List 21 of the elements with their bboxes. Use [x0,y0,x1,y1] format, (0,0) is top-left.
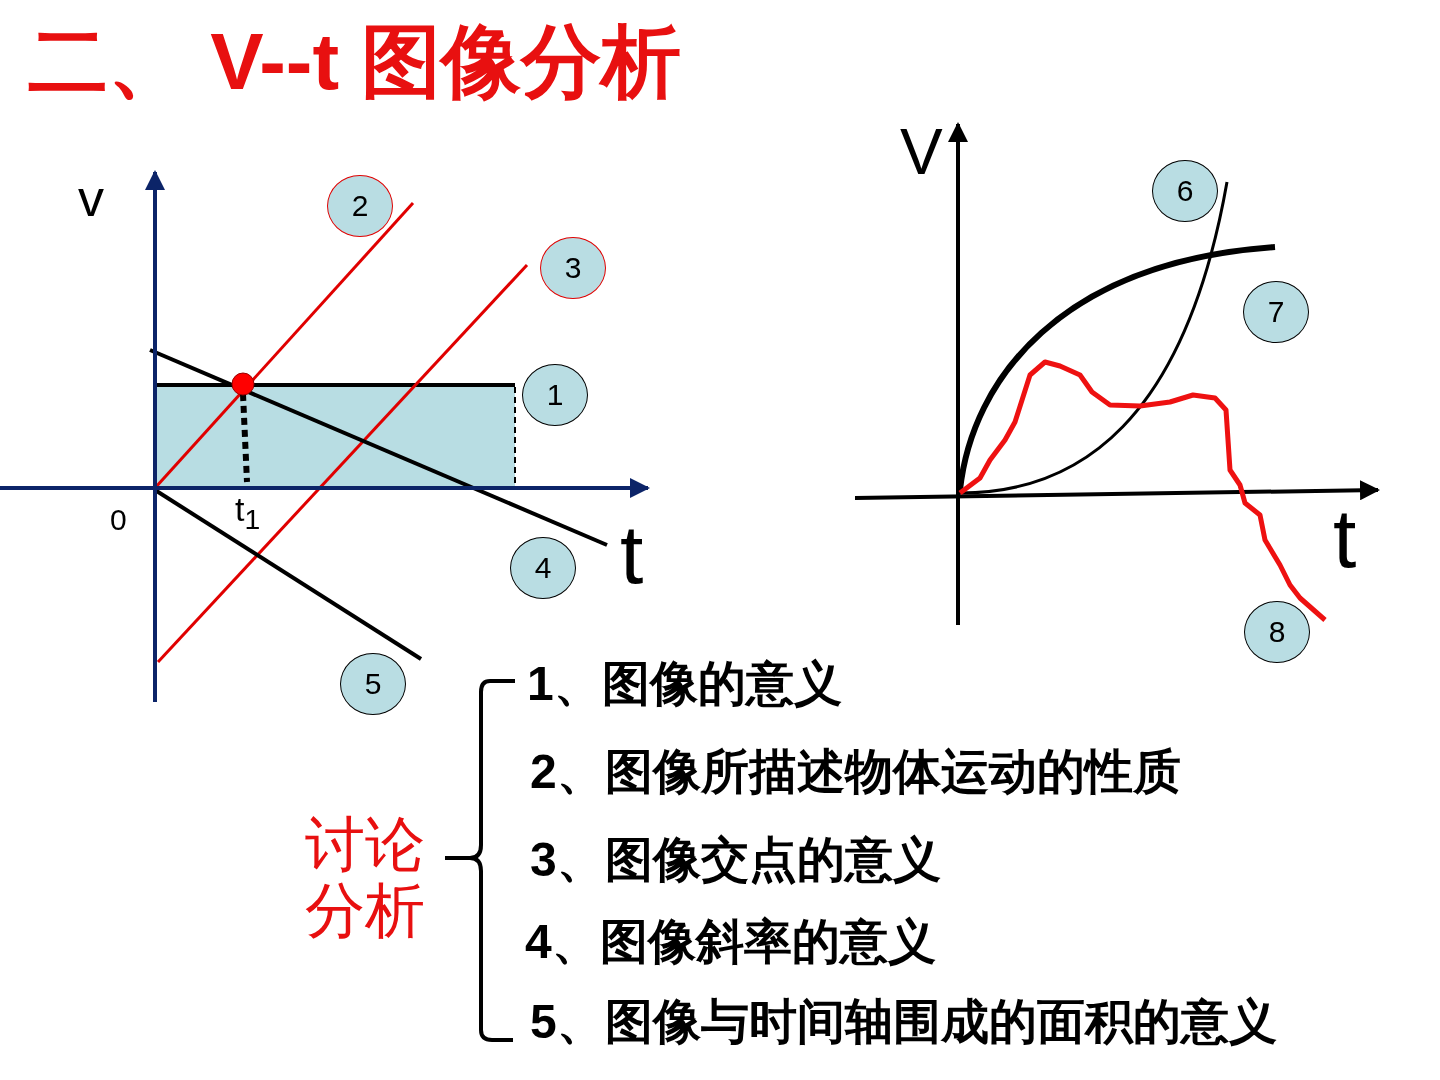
number-circle: 8 [1244,601,1310,663]
number-circle: 7 [1243,281,1309,343]
list-item: 4、图像斜率的意义 [525,918,936,966]
number-circle: 5 [340,653,406,715]
number-circle: 3 [540,237,606,299]
axis-label: t [620,512,644,596]
list-item: 2、图像所描述物体运动的性质 [530,748,1181,796]
axis-label: V [900,120,943,184]
slide-title: 二、 V--t 图像分析 [28,22,682,102]
list-item: 3、图像交点的意义 [530,836,941,884]
number-circle: 4 [510,537,576,599]
axis-label: t [1333,496,1357,580]
number-circle: 2 [327,175,393,237]
origin-label: 0 [110,505,127,535]
number-circle: 1 [522,364,588,426]
time-mark-label: t$_{1}$ [235,492,261,534]
discussion-heading: 讨论分析 [305,812,426,944]
list-item: 5、图像与时间轴围成的面积的意义 [530,998,1277,1046]
number-circle: 6 [1152,160,1218,222]
axis-label: v [78,172,104,224]
list-item: 1、图像的意义 [527,660,842,708]
